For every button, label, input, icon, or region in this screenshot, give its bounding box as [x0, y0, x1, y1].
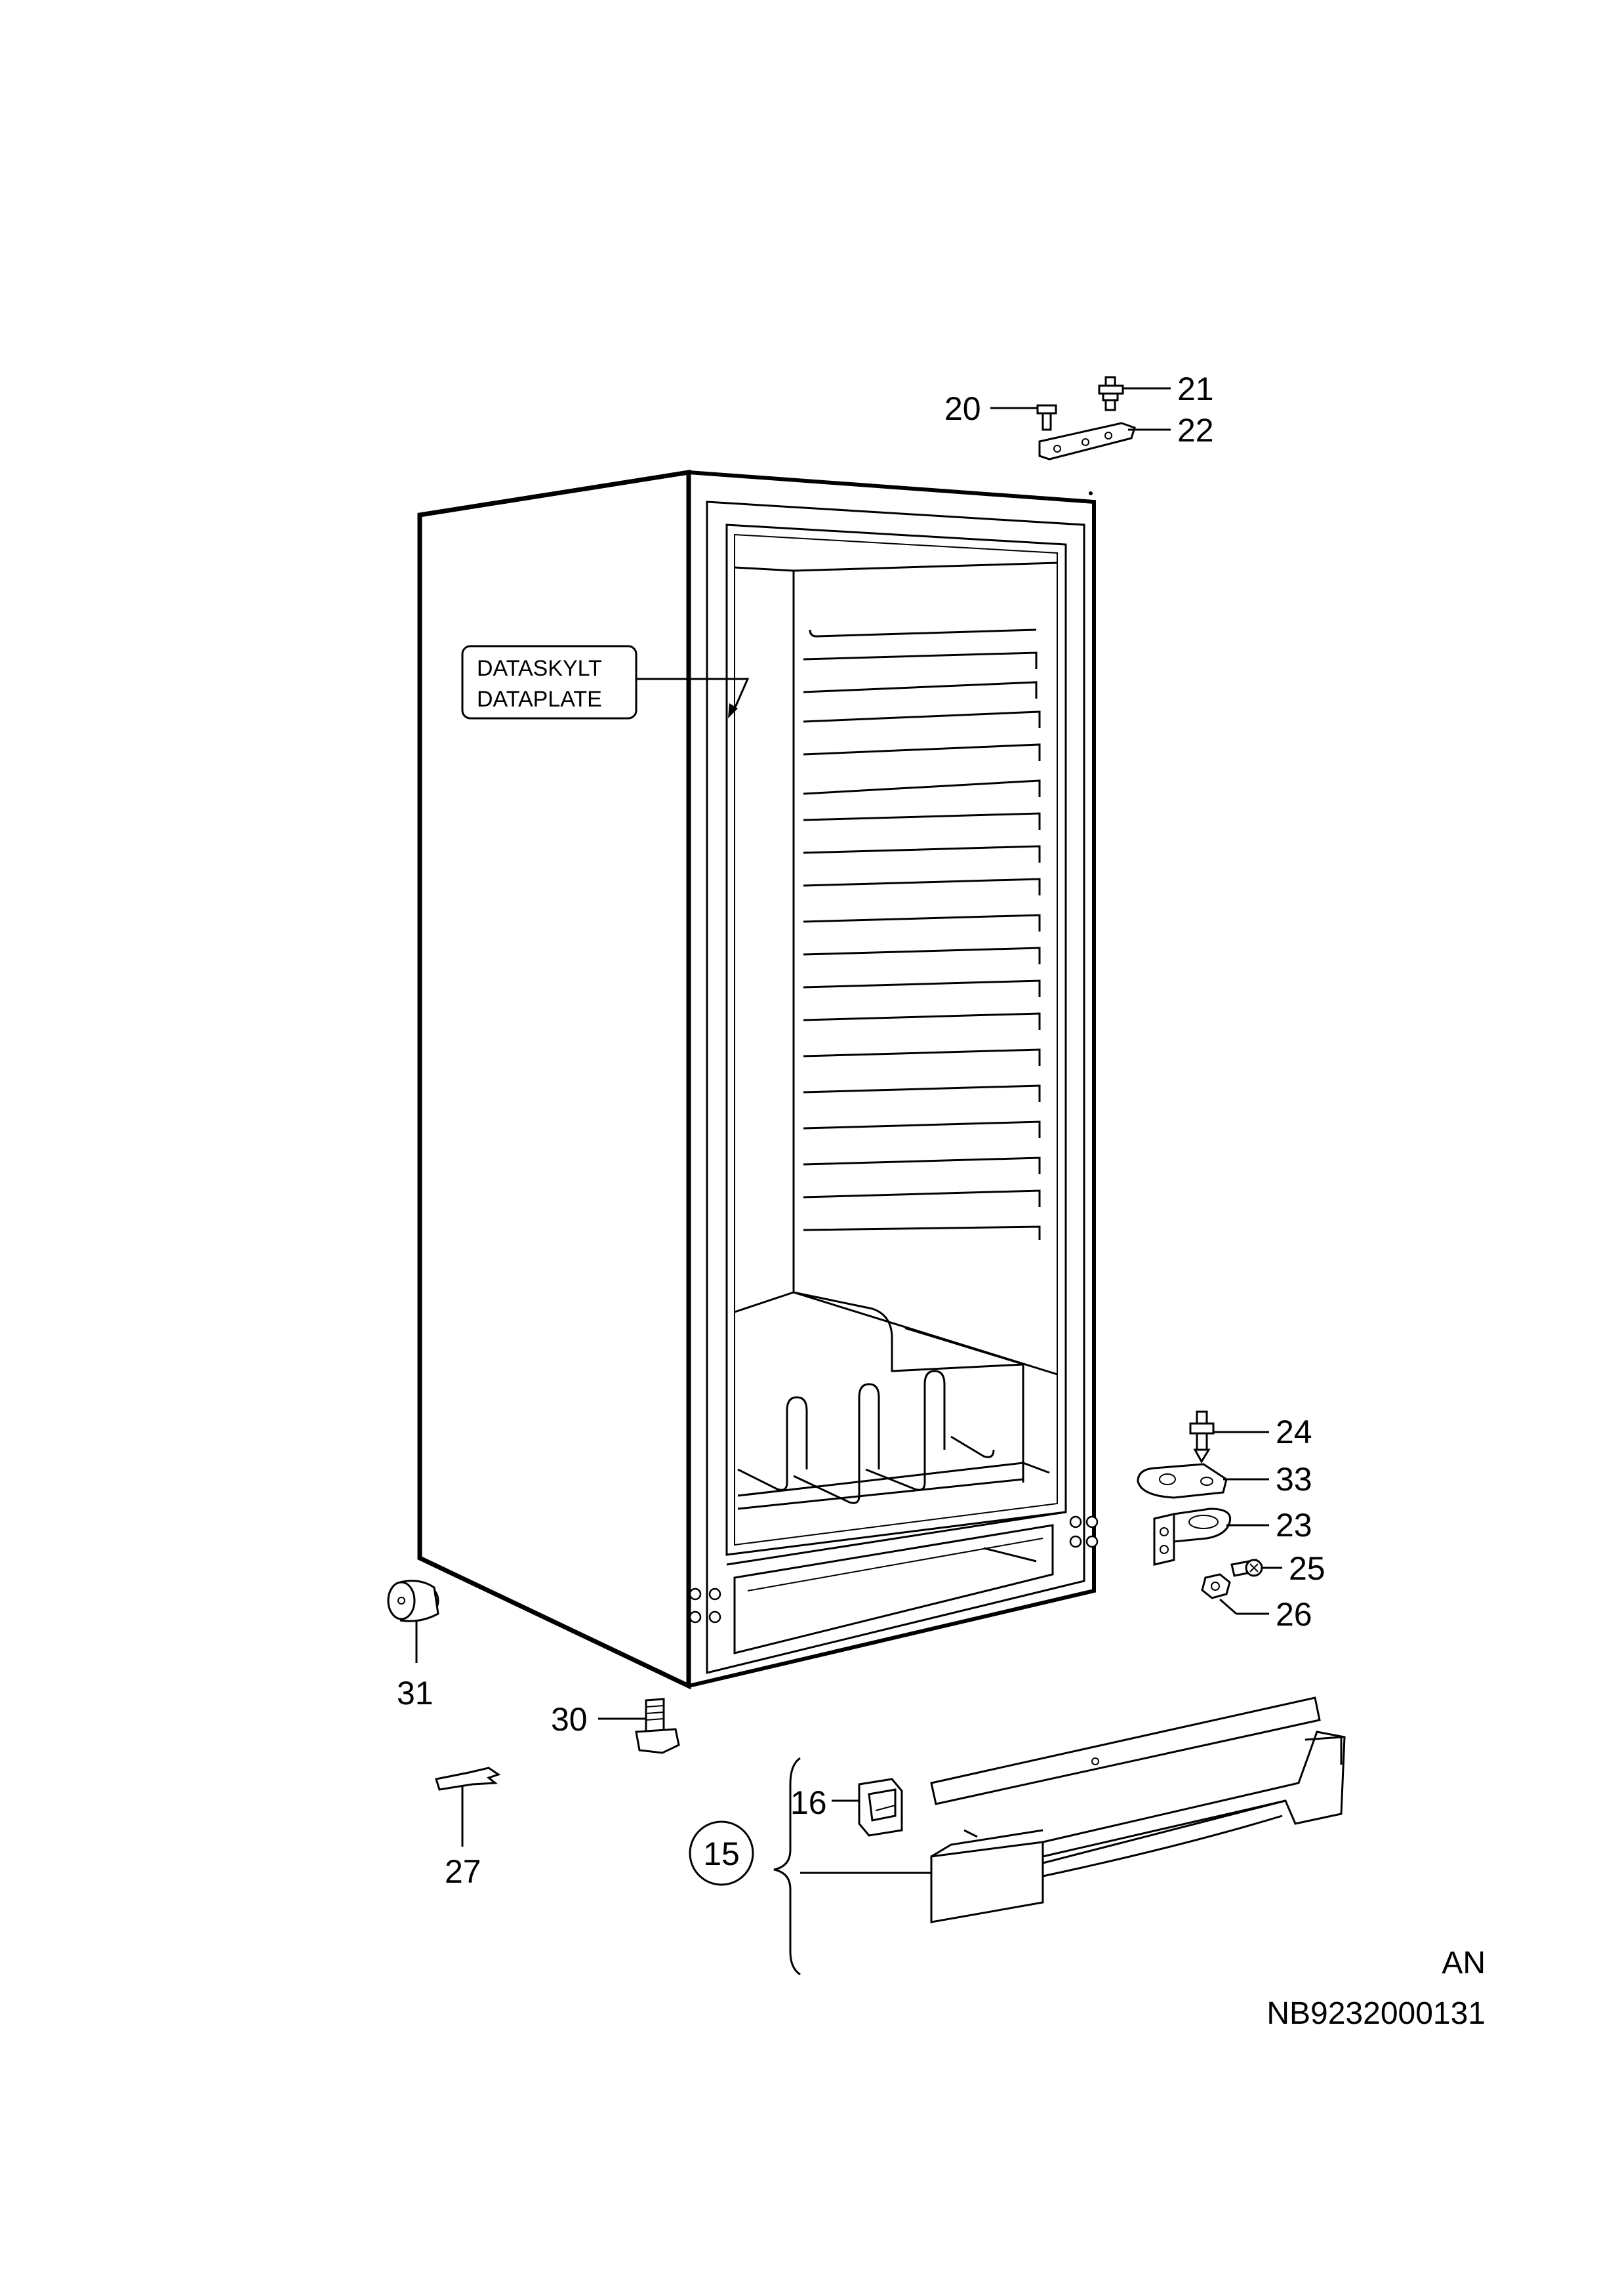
footer: AN NB9232000131	[1266, 1946, 1486, 2031]
dataplate-label-line2: DATAPLATE	[477, 687, 602, 712]
drawing-number: NB9232000131	[1266, 1996, 1486, 2031]
part-27-clip	[435, 1767, 501, 1847]
part-20-screw	[990, 404, 1057, 431]
hinge-holes	[689, 1515, 1099, 1624]
dataplate-callout: DATASKYLT DATAPLATE	[461, 645, 750, 720]
label-part-23: 23	[1276, 1507, 1312, 1544]
part-30-adjustable-foot	[598, 1698, 680, 1754]
evaporator-coils	[737, 1370, 1050, 1510]
footer-code: AN	[1442, 1946, 1486, 1980]
label-part-25: 25	[1289, 1550, 1325, 1587]
label-part-21: 21	[1177, 371, 1214, 407]
dataplate-label-line1: DATASKYLT	[477, 656, 602, 681]
label-part-24: 24	[1276, 1414, 1312, 1450]
part-22-hinge-plate	[1038, 422, 1171, 461]
label-part-33: 33	[1276, 1461, 1312, 1498]
part-33-hinge-bracket	[1137, 1463, 1269, 1499]
part-24-pin	[1189, 1410, 1269, 1464]
part-25-screw	[1230, 1559, 1282, 1577]
cabinet	[417, 469, 1099, 1690]
label-part-16: 16	[790, 1784, 827, 1821]
shelf-rails	[803, 628, 1041, 1240]
part-labels: 20 21 22 24 33 23 25 26 31 30 16 15 27	[397, 371, 1325, 1890]
label-part-27: 27	[445, 1853, 481, 1890]
part-31-foot	[387, 1580, 439, 1663]
label-part-31: 31	[397, 1675, 434, 1712]
part-15-kick-plate	[689, 1696, 1346, 1976]
dataplate-box	[461, 645, 637, 720]
part-16-clip	[832, 1778, 903, 1837]
part-21-pin	[1098, 376, 1171, 411]
label-part-15: 15	[703, 1835, 740, 1872]
label-part-26: 26	[1276, 1596, 1312, 1633]
label-part-22: 22	[1177, 412, 1214, 449]
part-26-nut	[1201, 1573, 1269, 1615]
part-23-hinge	[1153, 1507, 1269, 1566]
label-part-30: 30	[551, 1701, 588, 1738]
part-15-circle	[689, 1820, 754, 1886]
label-part-20: 20	[944, 390, 981, 427]
